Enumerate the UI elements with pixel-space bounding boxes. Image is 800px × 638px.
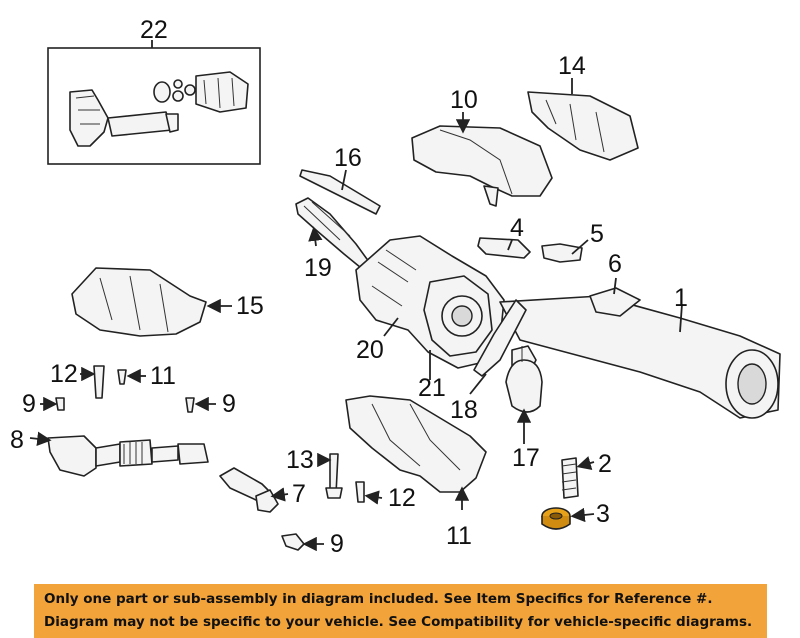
callout-5: 5 bbox=[590, 220, 604, 248]
callout-14: 14 bbox=[558, 52, 586, 80]
callout-18: 18 bbox=[450, 396, 478, 424]
callout-8: 8 bbox=[10, 426, 24, 454]
bolt-group-lower bbox=[317, 452, 595, 505]
disclaimer-line-1: Only one part or sub-assembly in diagram… bbox=[44, 591, 713, 607]
disclaimer-banner: Only one part or sub-assembly in diagram… bbox=[34, 584, 767, 638]
part-5-clip bbox=[541, 239, 589, 263]
callout-10: 10 bbox=[450, 86, 478, 114]
callout-9-lower: 9 bbox=[330, 530, 344, 558]
part-9-screw bbox=[281, 533, 324, 552]
callout-16: 16 bbox=[334, 144, 362, 172]
part-16-strip bbox=[299, 169, 381, 215]
callout-3: 3 bbox=[596, 500, 610, 528]
part-3-highlighted bbox=[541, 507, 595, 530]
callout-15: 15 bbox=[236, 292, 264, 320]
callout-6: 6 bbox=[608, 250, 622, 278]
callout-11-upper: 11 bbox=[150, 362, 176, 390]
callout-9-mid: 9 bbox=[222, 390, 236, 418]
bolt-group-upper bbox=[40, 365, 216, 413]
part-4-clip bbox=[477, 237, 531, 259]
part-17-boot bbox=[505, 346, 543, 444]
part-8-shaft bbox=[29, 431, 209, 477]
part-7-joint bbox=[219, 467, 289, 513]
callout-19: 19 bbox=[304, 254, 332, 282]
callout-7: 7 bbox=[292, 480, 306, 508]
callout-12-upper: 12 bbox=[50, 360, 78, 388]
callout-1: 1 bbox=[674, 284, 688, 312]
callout-20: 20 bbox=[356, 336, 384, 364]
steering-column-assembly bbox=[355, 235, 781, 419]
part-11-lower-shroud bbox=[345, 395, 487, 510]
part-15-bracket bbox=[71, 267, 232, 337]
part-22-inset bbox=[47, 40, 261, 165]
callout-17: 17 bbox=[512, 444, 540, 472]
callout-13: 13 bbox=[286, 446, 314, 474]
callout-21: 21 bbox=[418, 374, 446, 402]
callout-11-lower: 11 bbox=[446, 522, 472, 550]
callout-12-lower: 12 bbox=[388, 484, 416, 512]
part-10-shroud bbox=[411, 112, 553, 207]
disclaimer-line-2: Diagram may not be specific to your vehi… bbox=[44, 614, 753, 630]
part-14-cover bbox=[527, 78, 639, 161]
callout-9-left: 9 bbox=[22, 390, 36, 418]
diagram-drawing bbox=[29, 40, 781, 552]
callout-2: 2 bbox=[598, 450, 612, 478]
callout-22: 22 bbox=[140, 16, 168, 44]
callout-4: 4 bbox=[510, 214, 524, 242]
